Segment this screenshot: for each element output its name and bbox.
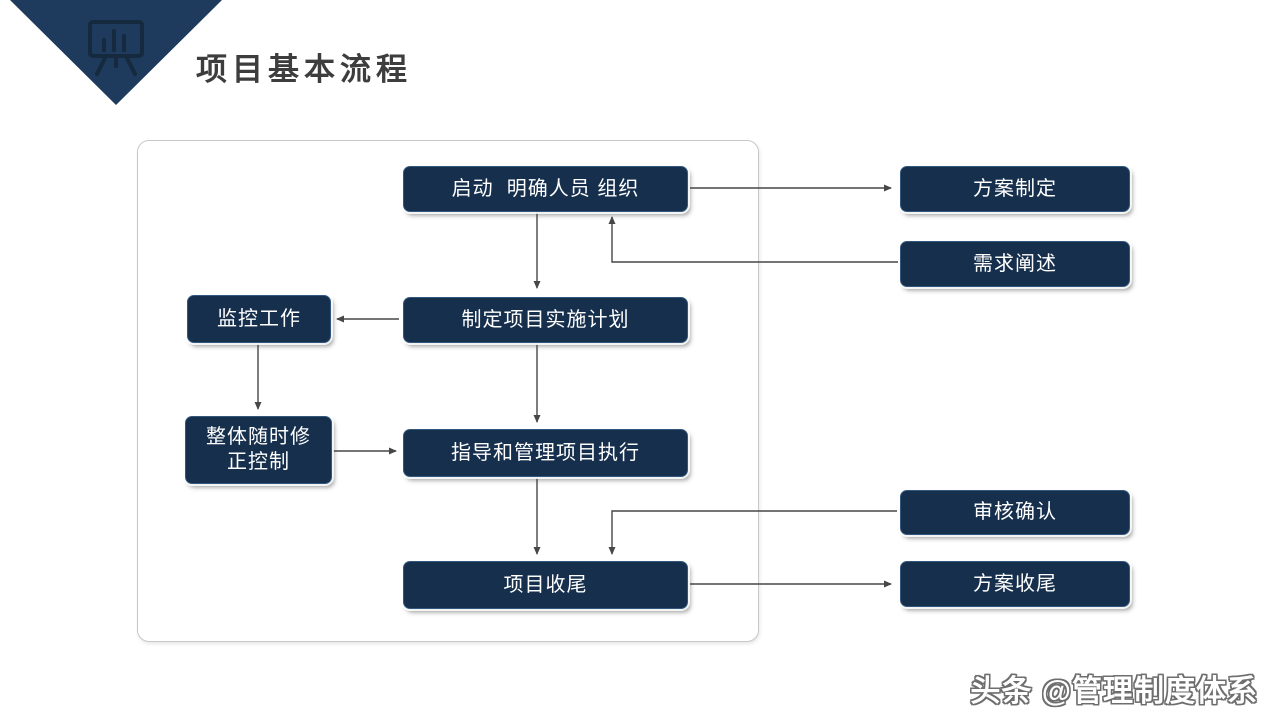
page-title: 项目基本流程 (196, 52, 412, 87)
watermark: 头条 @管理制度体系 (970, 675, 1258, 708)
presentation-chart-icon (88, 20, 144, 76)
flow-node-overall-correction: 整体随时修 正控制 (185, 416, 332, 484)
flow-node-label: 启动 明确人员 组织 (451, 177, 640, 200)
flow-node-review-confirm: 审核确认 (900, 490, 1130, 535)
flow-node-start: 启动 明确人员 组织 (403, 166, 688, 212)
flow-node-label: 方案制定 (973, 177, 1057, 200)
flow-node-label: 项目收尾 (503, 573, 588, 596)
flow-node-execution: 指导和管理项目执行 (403, 429, 688, 477)
corner-logo (10, 0, 222, 105)
flow-panel (137, 140, 759, 642)
flow-node-label: 指导和管理项目执行 (451, 441, 640, 464)
flow-node-label: 制定项目实施计划 (461, 308, 630, 331)
flow-node-label: 监控工作 (217, 307, 301, 330)
flow-node-project-closing: 项目收尾 (403, 561, 688, 609)
flow-node-monitoring: 监控工作 (187, 295, 331, 343)
flow-node-label: 方案收尾 (973, 572, 1057, 595)
flow-node-requirement: 需求阐述 (900, 241, 1130, 287)
flow-node-label: 审核确认 (973, 501, 1057, 523)
flow-node-label: 整体随时修 正控制 (206, 426, 311, 473)
flow-node-plan-closing: 方案收尾 (900, 561, 1130, 607)
flow-node-plan-making: 方案制定 (900, 166, 1130, 212)
flow-node-label: 需求阐述 (973, 252, 1057, 275)
flow-node-implementation-plan: 制定项目实施计划 (403, 297, 688, 343)
triangle-banner (10, 0, 222, 105)
